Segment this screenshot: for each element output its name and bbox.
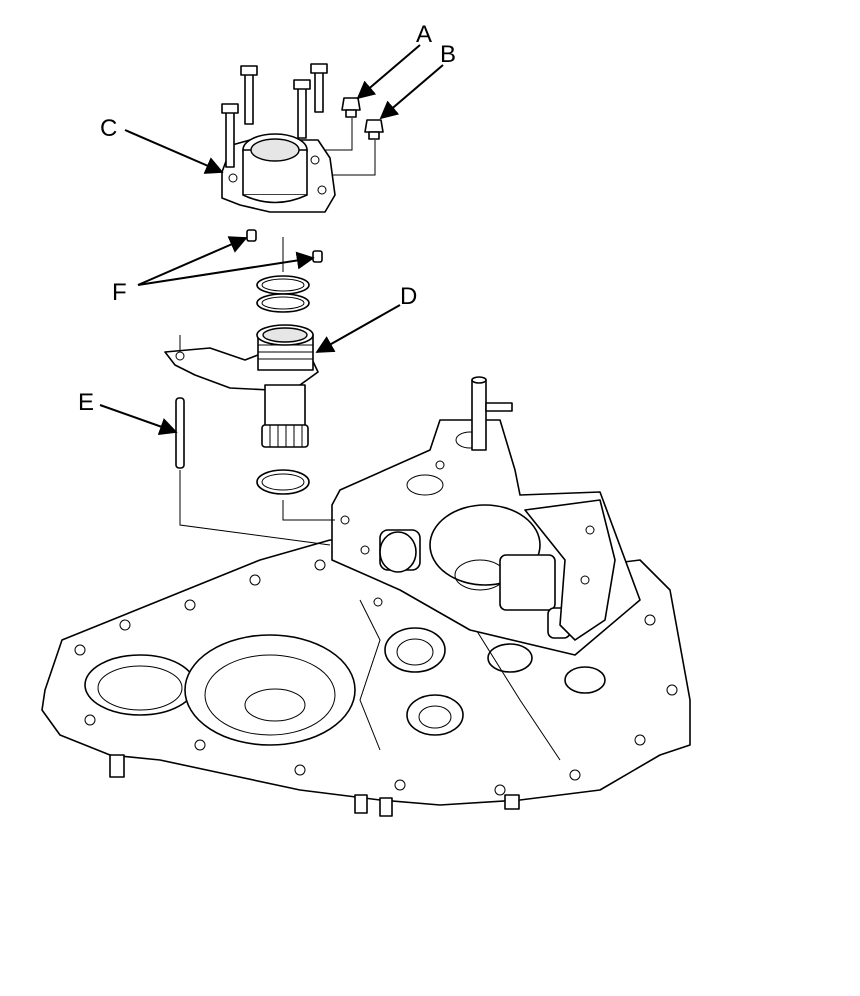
callout-f: F [112, 279, 127, 306]
cover-bolts [221, 63, 328, 168]
plug-a [341, 97, 361, 118]
alignment-lines [179, 118, 376, 546]
pin-e [175, 397, 185, 469]
callout-e: E [78, 389, 94, 416]
o-ring-lower [256, 469, 310, 495]
callout-d: D [400, 283, 417, 310]
dowel-pins-f [246, 229, 323, 263]
callout-c: C [100, 115, 117, 142]
callout-a: A [416, 21, 432, 48]
cover-c [221, 133, 336, 213]
callout-b: B [440, 41, 456, 68]
o-rings-upper [256, 275, 310, 313]
callout-labels: A B C D E F [78, 21, 456, 416]
shaft-housing-d [164, 324, 319, 448]
valve-body [331, 376, 641, 656]
callout-leaders [99, 44, 444, 436]
plug-b [364, 119, 384, 140]
